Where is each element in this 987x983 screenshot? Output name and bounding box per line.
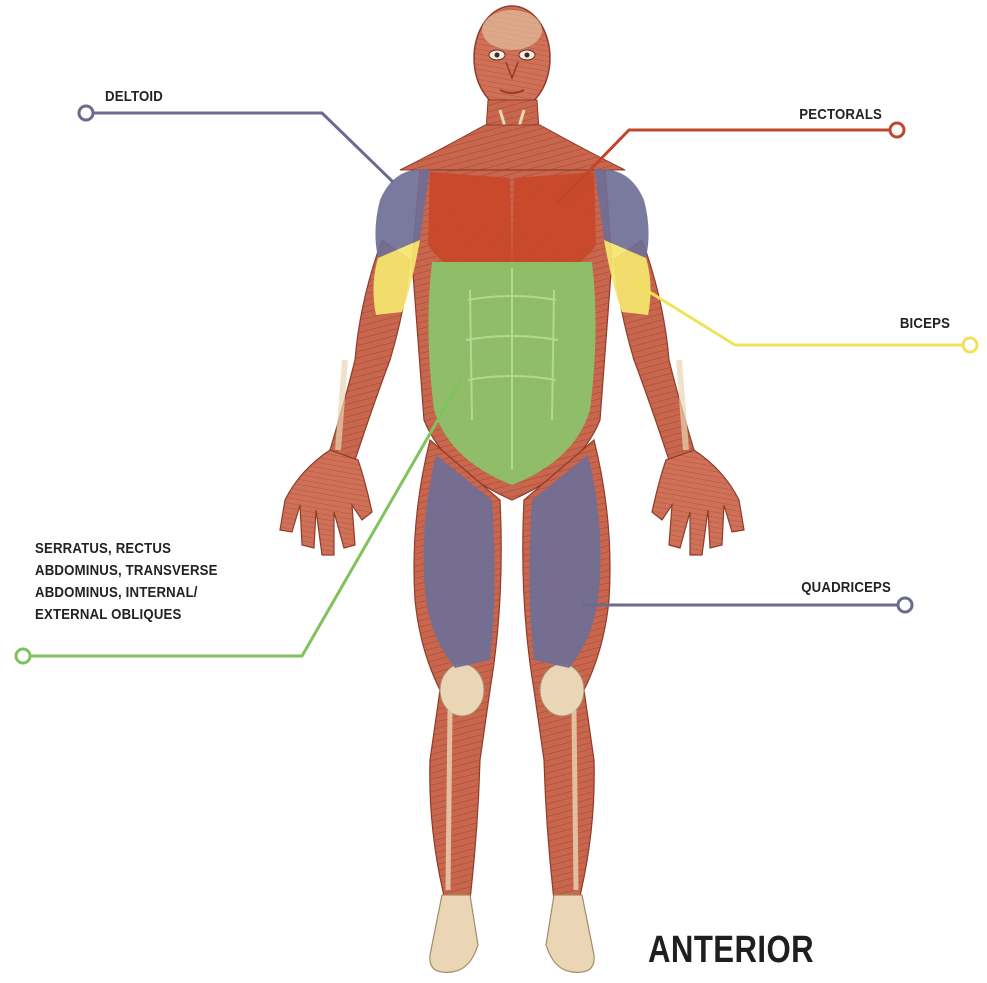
right-hand [652, 450, 744, 555]
biceps-marker [963, 338, 977, 352]
core-marker [16, 649, 30, 663]
right-knee [540, 664, 584, 716]
left-knee [440, 664, 484, 716]
core-label-line: ABDOMINUS, TRANSVERSE [35, 560, 237, 582]
biceps-label: BICEPS [900, 313, 950, 335]
callout-quadriceps [582, 598, 912, 612]
quadriceps-marker [898, 598, 912, 612]
body-figure [280, 6, 744, 972]
callout-deltoid [79, 106, 393, 182]
quadriceps-label: QUADRICEPS [801, 577, 891, 599]
core-label-line: EXTERNAL OBLIQUES [35, 604, 237, 626]
core-label: SERRATUS, RECTUS ABDOMINUS, TRANSVERSE A… [35, 538, 237, 626]
view-title: ANTERIOR [648, 925, 814, 975]
left-hand [280, 450, 372, 555]
pectorals-label: PECTORALS [799, 104, 882, 126]
pectorals-region [428, 172, 512, 272]
pectorals-right-region [512, 172, 596, 272]
deltoid-marker [79, 106, 93, 120]
core-label-line: SERRATUS, RECTUS [35, 538, 237, 560]
right-foot [546, 895, 594, 972]
left-foot [430, 895, 478, 972]
pectorals-marker [890, 123, 904, 137]
deltoid-label: DELTOID [105, 86, 163, 108]
trapezius [400, 125, 625, 170]
core-label-line: ABDOMINUS, INTERNAL/ [35, 582, 237, 604]
head [474, 6, 550, 110]
